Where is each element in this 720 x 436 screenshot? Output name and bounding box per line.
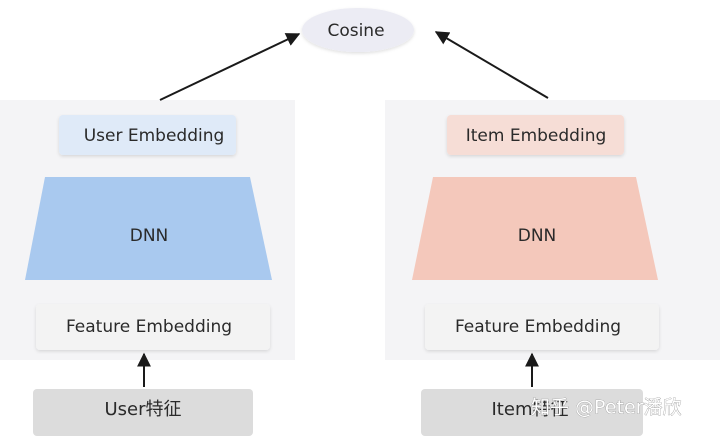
item-dnn-trapezoid: [412, 177, 658, 280]
cosine-node: [302, 8, 414, 52]
user-input-label: User特征: [104, 399, 181, 420]
item-dnn-label: DNN: [518, 226, 557, 246]
user-dnn-trapezoid: [25, 177, 272, 280]
user-feature-embedding-box: [36, 304, 270, 350]
item-to-cosine-arrow: [434, 31, 549, 99]
user-feature-embedding-label: Feature Embedding: [66, 317, 232, 337]
item-input-box: [421, 389, 643, 436]
user-input-box: [33, 389, 253, 436]
user-embedding-label: User Embedding: [84, 126, 225, 146]
item-input-label: Item特征: [492, 399, 569, 420]
item-feature-embedding-label: Feature Embedding: [455, 317, 621, 337]
cosine-label: Cosine: [327, 21, 384, 41]
user-to-cosine-arrow: [159, 33, 301, 101]
item-embedding-box: [447, 115, 624, 155]
user-embedding-box: [59, 115, 236, 155]
user-dnn-label: DNN: [130, 226, 169, 246]
watermark-text: 知乎 @Peter潘欣: [531, 397, 681, 419]
item-embedding-label: Item Embedding: [466, 126, 607, 146]
item-feature-embedding-box: [425, 304, 659, 350]
